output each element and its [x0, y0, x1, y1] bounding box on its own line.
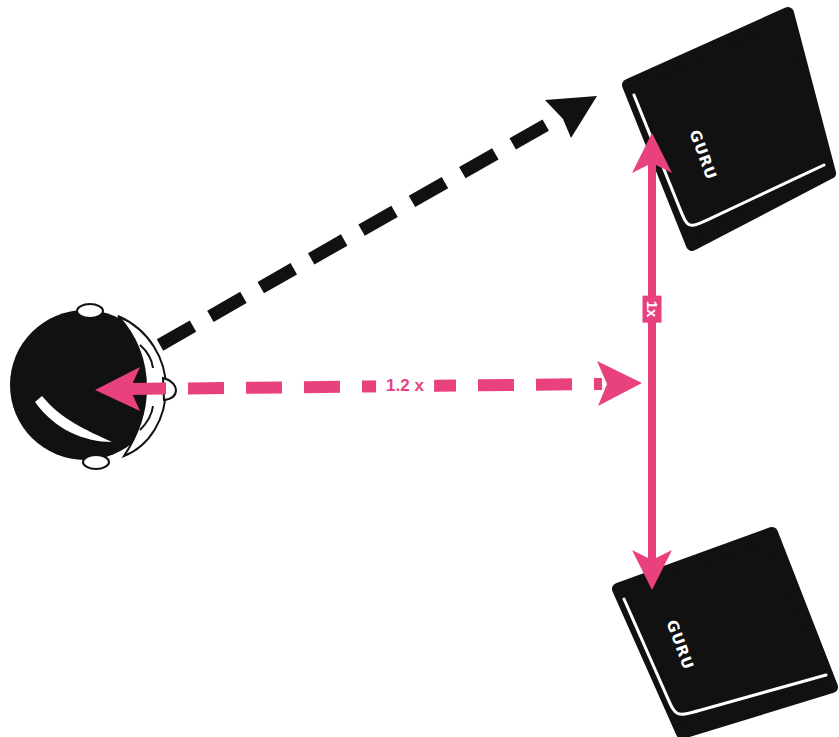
- spacing-ratio: 1x: [643, 295, 662, 322]
- aim-arrow: [160, 96, 597, 345]
- speaker-cabinet: [612, 527, 838, 737]
- spacing-arrow: [648, 141, 656, 582]
- speaker: GURU: [612, 527, 838, 737]
- speaker: GURU: [618, 5, 838, 253]
- speaker-cabinet: [618, 5, 838, 253]
- distance-ratio: 1.2 x: [376, 376, 434, 396]
- distance-arrow: [95, 361, 642, 411]
